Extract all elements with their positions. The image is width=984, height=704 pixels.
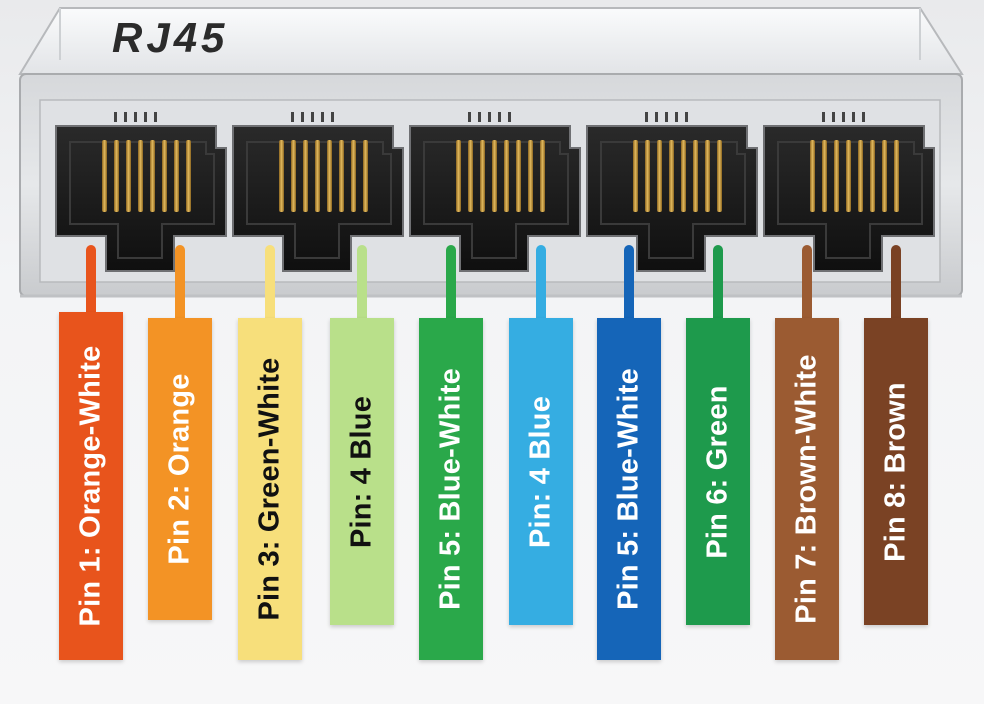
title: RJ45 xyxy=(112,14,228,61)
